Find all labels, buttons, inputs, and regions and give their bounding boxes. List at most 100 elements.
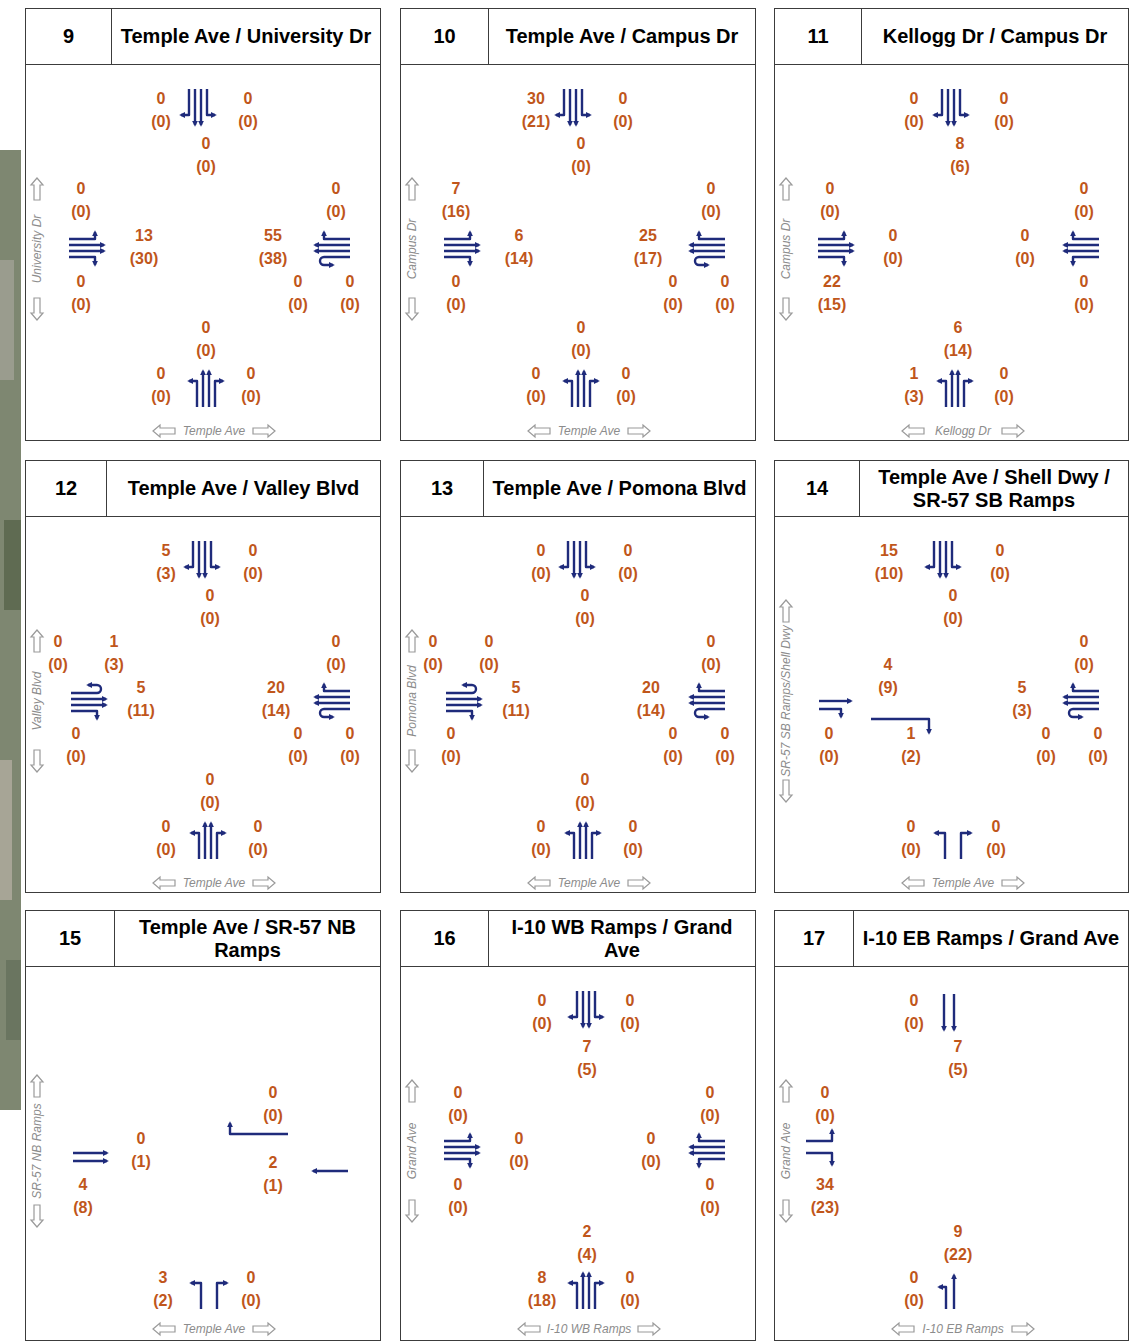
direction-arrow <box>406 1200 418 1222</box>
volume-count: (0) <box>700 1107 720 1125</box>
lane-arrow <box>939 1287 946 1309</box>
lane-arrow <box>939 1275 954 1309</box>
volume-count: (0) <box>623 841 643 859</box>
direction-arrow <box>153 425 175 437</box>
intersection-panel: 16I-10 WB Ramps / Grand Ave0(0)0(0)7(5)0… <box>400 910 756 1341</box>
lane-arrow <box>953 994 955 1030</box>
street-name: Temple Ave <box>932 876 994 890</box>
intersection-number: 15 <box>59 927 81 950</box>
intersection-number: 17 <box>803 927 825 950</box>
volume-count: (3) <box>904 388 924 406</box>
direction-arrow <box>780 600 792 622</box>
volume-count: (0) <box>326 203 346 221</box>
volume-count: (0) <box>531 841 551 859</box>
lane-arrow <box>944 994 954 1030</box>
direction-arrow <box>528 877 550 889</box>
volume-count: 0 <box>454 1176 463 1194</box>
volume-count: (0) <box>1074 656 1094 674</box>
lane-arrows <box>31 541 350 889</box>
direction-arrow <box>628 877 650 889</box>
volume-count: 0 <box>532 365 541 383</box>
lane-arrow <box>1064 232 1099 265</box>
direction-arrow <box>406 630 418 652</box>
lane-arrows <box>780 994 1034 1335</box>
lane-arrow <box>191 1283 227 1309</box>
volume-count: (0) <box>815 1107 835 1125</box>
volume-count: 0 <box>254 818 263 836</box>
direction-arrow <box>153 877 175 889</box>
volume-count: (14) <box>944 342 972 360</box>
lane-arrow <box>871 719 929 733</box>
direction-arrow <box>1002 425 1024 437</box>
number-cell: 16 <box>401 911 489 966</box>
volume-count: (0) <box>288 296 308 314</box>
lane-arrow <box>73 1152 107 1154</box>
volume-count: 0 <box>202 319 211 337</box>
volume-count: 5 <box>162 542 171 560</box>
direction-arrow <box>902 425 924 437</box>
intersection-number: 11 <box>807 25 828 48</box>
lane-arrow <box>315 232 350 265</box>
lane-arrows <box>406 991 725 1335</box>
volume-count: 0 <box>1021 227 1030 245</box>
volume-count: (3) <box>1012 702 1032 720</box>
intersection-title: Temple Ave / Shell Dwy / SR-57 SB Ramps <box>864 466 1124 511</box>
volume-count: (14) <box>637 702 665 720</box>
volume-count: (0) <box>819 748 839 766</box>
volume-count: 2 <box>583 1223 592 1241</box>
volume-count: 0 <box>826 180 835 198</box>
volume-count: 0 <box>825 725 834 743</box>
lane-arrow <box>953 1275 955 1309</box>
volume-count: 0 <box>452 273 461 291</box>
intersection-title: I-10 EB Ramps / Grand Ave <box>863 927 1119 949</box>
volume-count: 0 <box>1080 633 1089 651</box>
lane-arrow <box>181 89 215 125</box>
title-cell: Kellogg Dr / Campus Dr <box>862 9 1128 64</box>
volume-count: (0) <box>446 296 466 314</box>
intersection-panel: 17I-10 EB Ramps / Grand Ave0(0)7(5)0(0)3… <box>774 910 1129 1341</box>
volume-count: 0 <box>996 542 1005 560</box>
lane-arrow <box>191 823 225 859</box>
volume-count: 0 <box>269 1084 278 1102</box>
volume-count: (0) <box>618 565 638 583</box>
volume-count: 1 <box>907 725 916 743</box>
volume-count: (0) <box>701 203 721 221</box>
volume-count: 0 <box>577 135 586 153</box>
direction-arrow <box>780 178 792 200</box>
volume-count: 0 <box>581 587 590 605</box>
volume-count: (0) <box>613 113 633 131</box>
volume-count: (0) <box>509 1153 529 1171</box>
volume-count: 7 <box>452 180 461 198</box>
volume-count: 0 <box>910 90 919 108</box>
volume-count: (0) <box>241 1292 261 1310</box>
panel-header: 17 I-10 EB Ramps / Grand Ave <box>775 911 1128 967</box>
volume-count: (0) <box>441 748 461 766</box>
volume-count: 0 <box>332 633 341 651</box>
title-cell: Temple Ave / Campus Dr <box>489 9 755 64</box>
volume-count: 0 <box>707 633 716 651</box>
direction-arrow <box>31 178 43 200</box>
volume-count: 0 <box>157 365 166 383</box>
direction-arrow <box>628 425 650 437</box>
volume-count: 5 <box>1018 679 1027 697</box>
volume-count: (22) <box>944 1246 972 1264</box>
volume-count: 0 <box>249 542 258 560</box>
volume-count: (0) <box>820 203 840 221</box>
panel-header: 9Temple Ave / University Dr <box>26 9 380 65</box>
volume-count: 25 <box>639 227 657 245</box>
direction-arrow <box>528 425 550 437</box>
volume-count: 0 <box>72 725 81 743</box>
lane-arrow <box>690 684 725 717</box>
aerial-photo <box>0 150 21 1110</box>
street-name: Kellogg Dr <box>935 424 991 438</box>
volume-count: (18) <box>528 1292 556 1310</box>
intersection-panel: 12Temple Ave / Valley Blvd5(3)0(0)0(0)0(… <box>25 460 381 893</box>
number-cell: 13 <box>401 461 484 516</box>
lane-arrow <box>69 232 104 265</box>
street-name: Pomona Blvd <box>405 665 419 736</box>
volume-count: 0 <box>137 1130 146 1148</box>
volume-count: 0 <box>247 365 256 383</box>
volume-count: 0 <box>77 273 86 291</box>
direction-arrow <box>406 750 418 772</box>
intersection-title: Temple Ave / University Dr <box>121 25 371 47</box>
